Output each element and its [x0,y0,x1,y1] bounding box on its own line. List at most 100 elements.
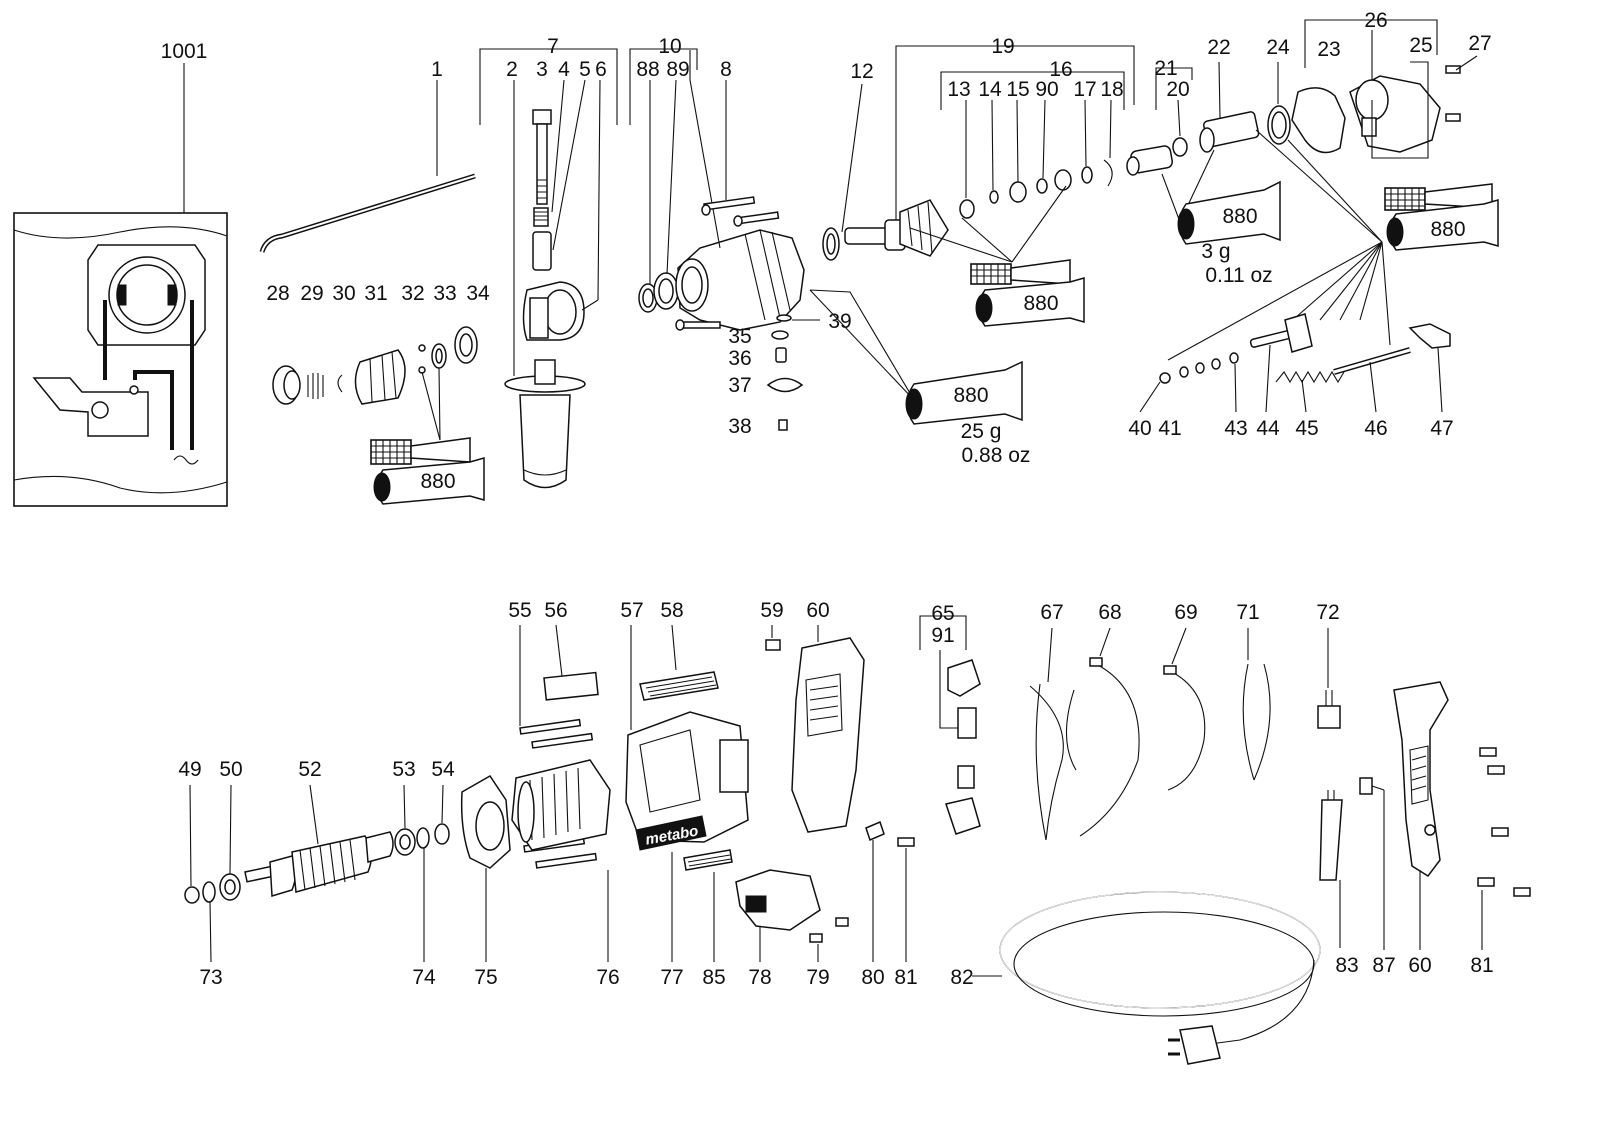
part-29-spring [307,373,324,399]
label-58: 58 [660,599,683,622]
part-79-screw [809,933,823,943]
part-68-cable [1079,663,1140,837]
label-46: 46 [1364,417,1387,440]
part-85-label [683,849,733,871]
label-89: 89 [666,58,689,81]
part-2-side-handle [504,359,586,489]
label-31: 31 [364,282,387,305]
part-74 [416,827,430,849]
part-50-bearing [219,873,241,901]
label-74: 74 [412,966,436,989]
part-20 [1172,137,1188,157]
label-34: 34 [466,282,490,305]
label-68: 68 [1098,601,1121,624]
part-39 [776,314,792,322]
label-32: 32 [401,282,424,305]
label-81-b: 81 [1470,954,1493,977]
label-85: 85 [702,966,725,989]
grease-qty-088oz: 0.88 oz [962,444,1031,467]
part-83-cable-sleeve [1319,790,1343,881]
label-60-b: 60 [1408,954,1431,977]
part-80-clamp [865,820,885,842]
part-19-spindle [844,199,949,257]
label-16: 16 [1049,58,1072,81]
part-91-carbon-brush [957,707,977,739]
part-8-screws [701,196,780,227]
part-54 [434,823,450,845]
grease-tube-d-label: 880 [1222,205,1257,228]
label-55: 55 [508,599,531,622]
label-78: 78 [748,966,771,989]
grease-qty-011oz: 0.11 oz [1205,264,1272,287]
part-4-spring [533,207,549,227]
part-73 [202,881,216,903]
grease-tube-b-label: 880 [1023,292,1058,315]
label-71: 71 [1236,601,1259,624]
label-10: 10 [658,35,681,58]
label-3: 3 [536,58,548,81]
part-16 [1054,169,1072,191]
label-43: 43 [1224,417,1247,440]
label-79: 79 [806,966,829,989]
grease-brush-b [970,259,1071,285]
part-21-sleeve [1126,145,1174,176]
label-36: 36 [728,347,751,370]
part-31-sleeve [354,349,406,405]
part-23-gasket [1291,87,1346,154]
part-60-handle-half-b [1393,681,1449,878]
label-5: 5 [579,58,591,81]
part-67-cable [1029,685,1064,841]
part-47-clip [1408,323,1451,349]
label-33: 33 [433,282,456,305]
grease-brush-a [370,437,471,465]
part-60-handle-half-a [791,637,865,833]
label-44: 44 [1256,417,1280,440]
part-17 [1081,166,1093,184]
part-brush-b [957,765,975,789]
part-75-bearing-plate [460,775,511,869]
label-50: 50 [219,758,242,781]
part-34-seal [454,326,478,364]
part-5-sleeve [532,231,552,271]
label-8: 8 [720,58,732,81]
grease-tube-d: 880 [1177,180,1281,245]
grease-brush-e [1384,183,1493,211]
part-72-suppressor [1317,690,1341,729]
part-40 [1159,372,1171,384]
part-36 [775,347,787,363]
part-89-ring [653,272,679,310]
part-57-motor-housing [625,711,749,843]
part-43 [1229,352,1239,364]
part-12-washer [822,227,840,261]
part-44-shaft [1249,313,1313,353]
grease-tube-a: 880 [373,457,485,505]
label-15: 15 [1006,78,1029,101]
label-76: 76 [596,966,619,989]
part-22 [1199,111,1260,153]
label-30: 30 [332,282,355,305]
label-17: 17 [1073,78,1096,101]
label-81-a: 81 [894,966,917,989]
label-49: 49 [178,758,201,781]
grease-tube-b: 880 [975,277,1085,327]
label-52: 52 [298,758,321,781]
label-54: 54 [431,758,455,781]
part-housing-screw [675,319,721,331]
grease-qty-3g: 3 g [1201,240,1230,263]
label-73: 73 [199,966,222,989]
label-90: 90 [1035,78,1058,101]
label-6: 6 [595,58,607,81]
label-26: 26 [1364,9,1387,32]
label-80: 80 [861,966,884,989]
callout-labels: 1 2 3 4 5 6 7 8 10 88 89 12 13 14 15 90 … [178,9,1493,989]
grease-tube-a-label: 880 [420,470,455,493]
part-30-circlip [337,374,343,393]
grease-qty-25g: 25 g [961,420,1002,443]
part-35 [771,330,789,340]
label-4: 4 [558,58,570,81]
label-56: 56 [544,599,567,622]
part-87 [1359,777,1373,795]
label-72: 72 [1316,601,1339,624]
part-28-cap [272,365,301,405]
